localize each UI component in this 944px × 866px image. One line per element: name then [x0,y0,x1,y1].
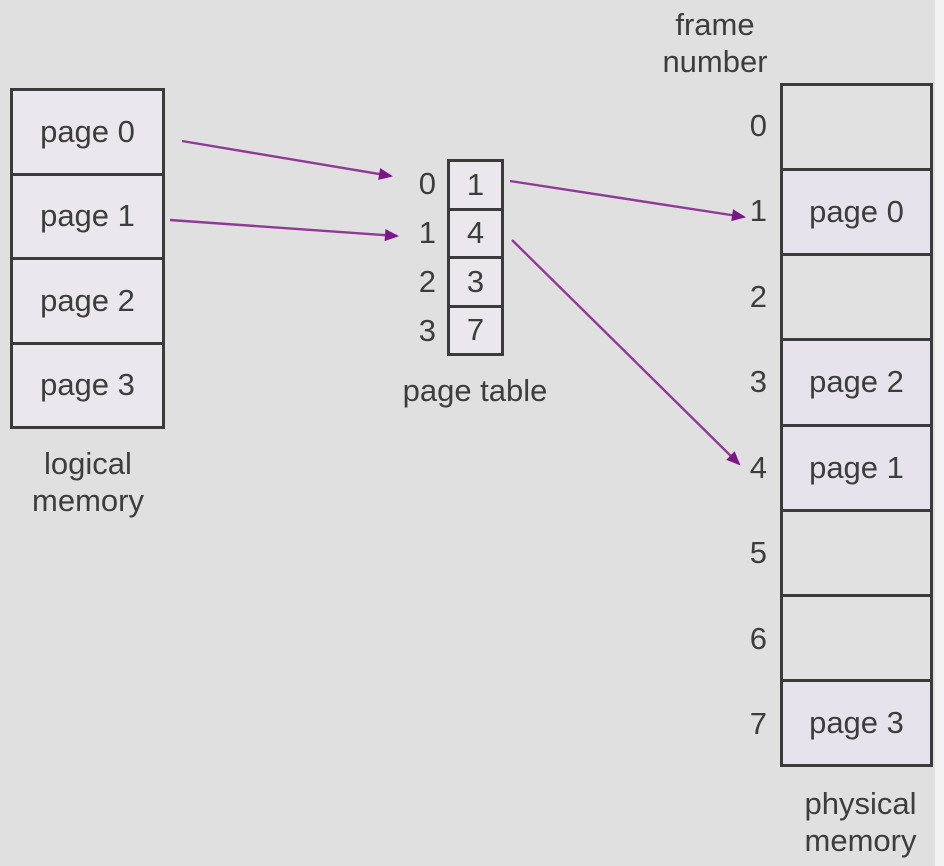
arrow-page1-to-table-icon [169,218,399,242]
frame-number-0: 0 [749,107,767,143]
logical-page-3: page 3 [40,367,135,403]
page-table-index-2: 2 [418,264,436,300]
frame-number-1: 1 [749,193,767,229]
page-table-entry-0: 1 [450,162,501,211]
frame-number-header-line1: frame [675,7,755,42]
physical-memory-box: page 0 page 2 page 1 page 3 [780,83,933,767]
frame-number-6: 6 [749,620,767,656]
page-table-label: page table [402,373,548,408]
physical-frame-2 [783,256,930,342]
logical-page-2: page 2 [13,260,162,345]
page-table-index-column: 0 1 2 3 [404,159,438,356]
arrow-page0-to-table-icon [181,139,393,180]
physical-memory-label: physical memory [783,785,938,859]
page-table-entry-3: 7 [466,312,485,348]
page-table-index-3: 3 [418,313,436,349]
frame-number-3: 3 [749,364,767,400]
arrow-table-to-frame4-icon [511,239,741,466]
logical-page-0: page 0 [13,91,162,176]
physical-memory-label-line1: physical [804,786,917,821]
logical-memory-label-line2: memory [32,483,144,518]
physical-frame-7: page 3 [783,681,930,764]
frame-number-7: 7 [749,706,767,742]
page-table-box: 1 4 3 7 [447,159,504,356]
physical-frame-0 [783,86,930,172]
frame-number-header: frame number [655,6,775,80]
right-edge-strip [935,0,944,866]
physical-memory-label-line2: memory [804,823,917,858]
frame-number-2: 2 [749,278,767,314]
logical-memory-label: logical memory [8,445,168,519]
page-table-index-1: 1 [418,214,436,250]
page-table-index-0: 0 [418,165,436,201]
physical-frame-4: page 1 [783,426,930,512]
page-table-entry-1: 4 [450,211,501,259]
page-table-entry-2: 3 [450,259,501,308]
physical-frame-6 [783,597,930,682]
frame-number-4: 4 [749,449,767,485]
frame-number-header-line2: number [662,44,768,79]
frame-number-5: 5 [749,535,767,571]
logical-page-1: page 1 [13,176,162,260]
physical-frame-1: page 0 [783,171,930,257]
logical-memory-box: page 0 page 1 page 2 page 3 [10,88,165,429]
arrow-table-to-frame1-icon [509,179,746,222]
frame-number-column: 0 1 2 3 4 5 6 7 [728,83,770,767]
logical-memory-label-line1: logical [44,446,132,481]
physical-frame-3: page 2 [783,341,930,427]
physical-frame-5 [783,512,930,597]
